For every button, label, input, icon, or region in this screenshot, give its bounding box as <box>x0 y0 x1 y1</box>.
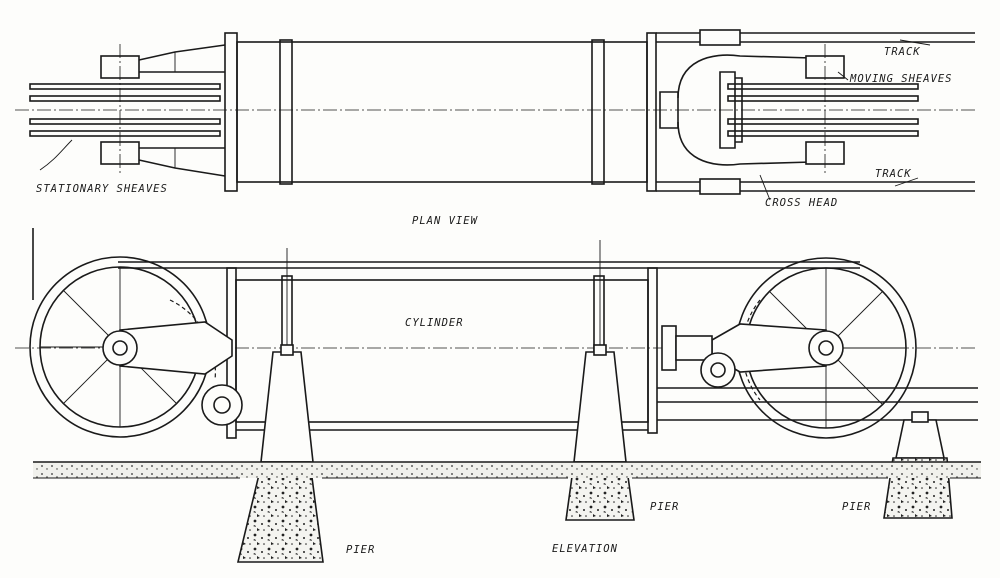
stationary-sheaves-leader <box>39 139 73 171</box>
track-bottom-leader <box>894 177 919 187</box>
plan-view <box>15 29 975 201</box>
moving-sheaves-leader <box>837 71 849 81</box>
left-sheave-wheel <box>29 256 243 438</box>
label-elevation: ELEVATION <box>552 543 618 555</box>
stationary-sheaves <box>29 44 226 177</box>
right-sheave-wheel <box>661 257 917 439</box>
ground-line <box>33 462 981 478</box>
moving-sheaves <box>727 44 919 176</box>
plan-cylinder <box>224 32 648 192</box>
label-moving-sheaves: MOVING SHEAVES <box>849 73 953 85</box>
label-pier-right: PIER <box>842 501 871 513</box>
elevation-view <box>15 228 981 563</box>
label-track-top: TRACK <box>884 46 921 58</box>
label-plan-view: PLAN VIEW <box>412 215 479 227</box>
label-cross-head: CROSS HEAD <box>765 197 838 209</box>
label-track-bottom: TRACK <box>875 168 912 180</box>
label-pier-left: PIER <box>346 544 375 556</box>
label-pier-middle: PIER <box>650 501 679 513</box>
cross-head-assembly <box>646 29 975 195</box>
label-cylinder: CYLINDER <box>405 317 464 329</box>
cross-head-leader <box>759 174 771 201</box>
track-top-leader <box>899 39 931 46</box>
pier-left <box>236 248 324 563</box>
label-stationary-sheaves: STATIONARY SHEAVES <box>36 183 168 195</box>
